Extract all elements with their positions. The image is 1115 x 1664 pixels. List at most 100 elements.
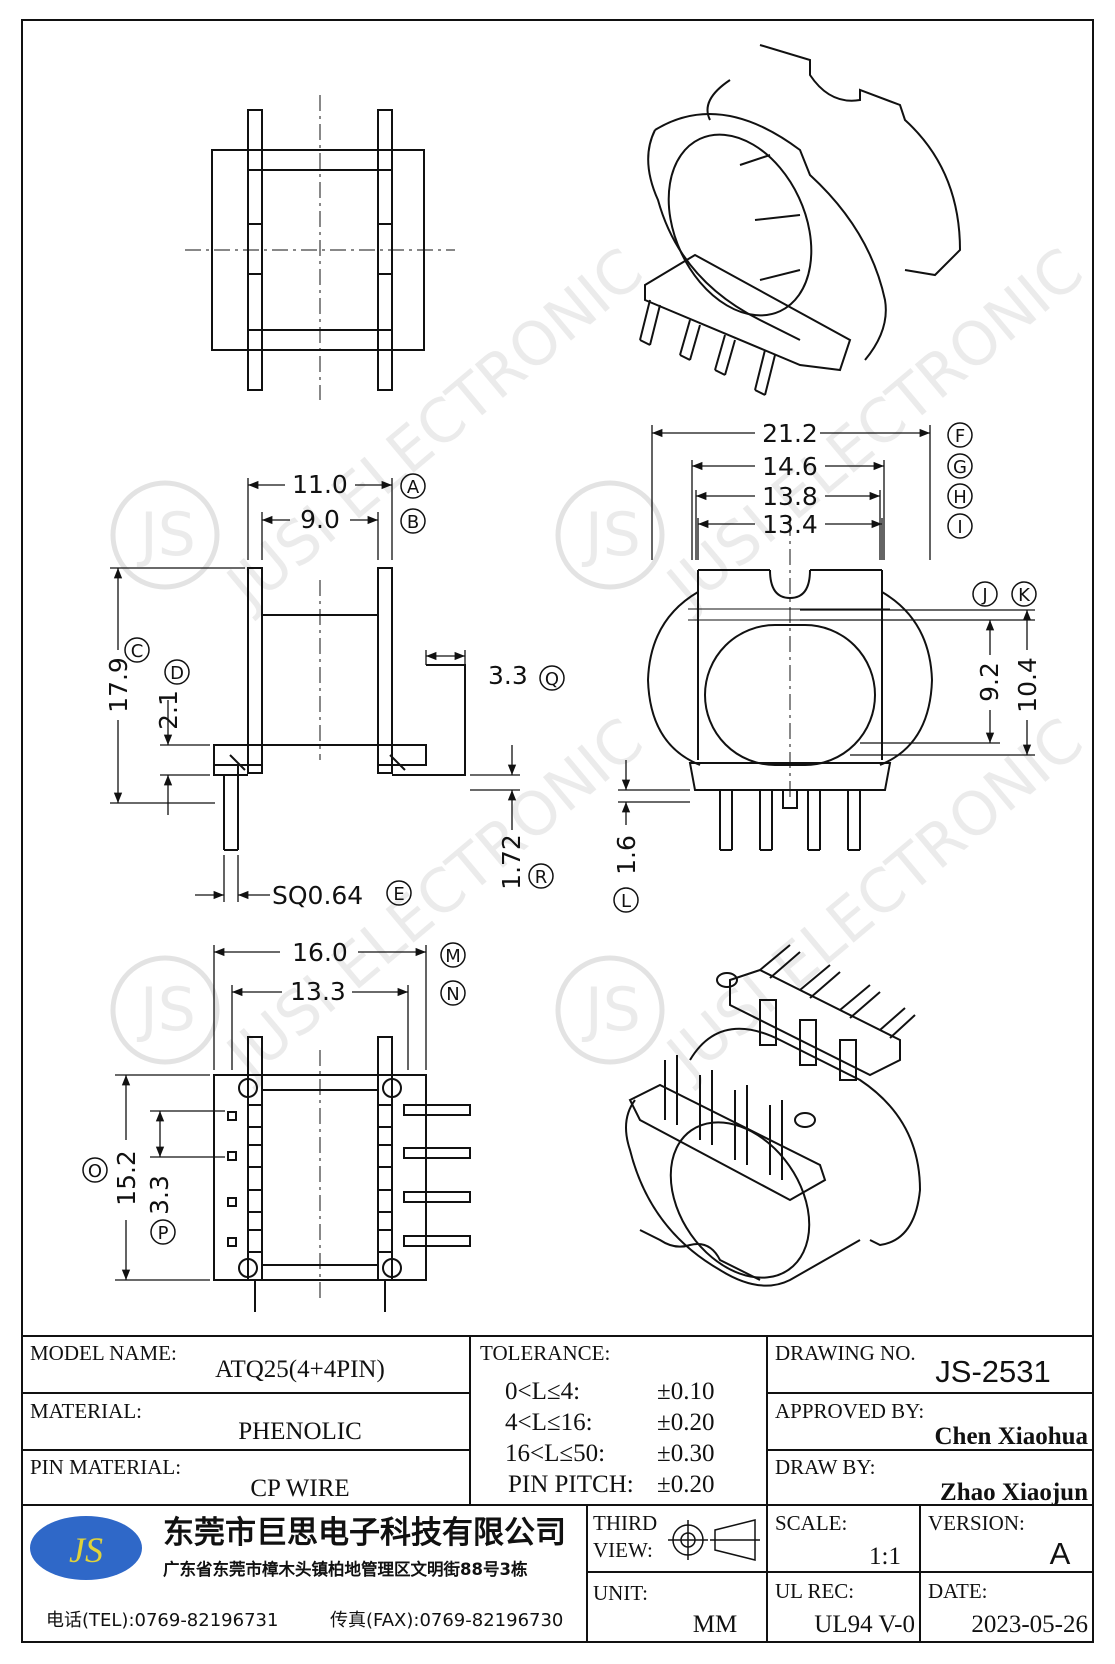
dim-r: 1.72 xyxy=(497,834,526,890)
dim-h: 13.8 xyxy=(762,482,818,511)
marker-l: L xyxy=(613,887,639,913)
dimension-labels: 11.0 9.0 17.9 2.1 SQ0.64 3.3 1.72 21.2 1… xyxy=(104,419,1042,1215)
svg-text:K: K xyxy=(1018,585,1031,606)
marker-n: N xyxy=(440,980,466,1006)
model-name-label: MODEL NAME: xyxy=(30,1341,177,1365)
marker-f: F xyxy=(947,422,973,448)
svg-text:G: G xyxy=(953,457,967,478)
title-block xyxy=(22,1335,1093,1642)
svg-text:A: A xyxy=(407,477,420,498)
marker-k: K xyxy=(1011,581,1037,607)
model-name-value: ATQ25(4+4PIN) xyxy=(215,1356,385,1383)
tolerance-label: TOLERANCE: xyxy=(480,1341,610,1365)
dim-d: 2.1 xyxy=(154,690,183,730)
side-view-dimensions xyxy=(618,425,1035,825)
tol-range-3: PIN PITCH: xyxy=(508,1471,634,1498)
svg-text:P: P xyxy=(158,1223,169,1244)
dim-q: 3.3 xyxy=(488,661,528,690)
date-value: 2023-05-26 xyxy=(971,1611,1088,1638)
circled-markers: A B C D E F G H I J K L M N O P Q R xyxy=(82,422,1037,1245)
svg-text:F: F xyxy=(955,426,965,447)
front-view xyxy=(213,567,466,851)
watermark-logo-3: JS xyxy=(136,975,196,1045)
dim-j-k-a: 9.2 xyxy=(975,662,1004,702)
third-view-label-1: THIRD xyxy=(593,1511,657,1535)
svg-text:Q: Q xyxy=(545,669,559,690)
title-block-text: MODEL NAME: ATQ25(4+4PIN) MATERIAL: PHEN… xyxy=(30,1341,1089,1638)
bottom-view xyxy=(213,1036,471,1312)
scale-value: 1:1 xyxy=(869,1543,901,1570)
drawing-no-value: JS-2531 xyxy=(935,1354,1050,1389)
marker-m: M xyxy=(440,942,466,968)
company-fax: 传真(FAX):0769-82196730 xyxy=(330,1610,563,1631)
isometric-view-top xyxy=(639,44,962,396)
watermark-logo-1: JS xyxy=(136,500,196,570)
watermark-logo-2: JS xyxy=(581,500,641,570)
sheet-border xyxy=(21,19,1094,1643)
dim-l: 1.6 xyxy=(612,835,641,875)
ul-rec-value: UL94 V-0 xyxy=(814,1611,915,1638)
third-view-label-2: VIEW: xyxy=(593,1538,653,1562)
svg-text:R: R xyxy=(535,867,548,888)
tol-value-3: ±0.20 xyxy=(657,1471,714,1498)
dim-g: 14.6 xyxy=(762,452,818,481)
draw-by-label: DRAW BY: xyxy=(775,1455,875,1479)
tol-range-2: 16<L≤50: xyxy=(505,1440,605,1467)
marker-g: G xyxy=(947,453,973,479)
top-view xyxy=(185,95,455,400)
unit-label: UNIT: xyxy=(593,1581,648,1605)
approved-by-value: Chen Xiaohua xyxy=(934,1423,1088,1450)
marker-r: R xyxy=(528,863,554,889)
dim-i: 13.4 xyxy=(762,510,818,539)
company-tel: 电话(TEL):0769-82196731 xyxy=(46,1610,278,1631)
version-label: VERSION: xyxy=(928,1511,1025,1535)
marker-e: E xyxy=(386,880,412,906)
marker-a: A xyxy=(400,473,426,499)
svg-text:H: H xyxy=(953,487,967,508)
marker-p: P xyxy=(150,1219,176,1245)
front-view-dimensions xyxy=(110,478,520,902)
dim-n: 13.3 xyxy=(290,977,346,1006)
svg-text:I: I xyxy=(957,517,962,538)
svg-text:O: O xyxy=(88,1161,102,1182)
svg-text:L: L xyxy=(621,891,631,912)
svg-text:J: J xyxy=(981,585,987,606)
approved-by-label: APPROVED BY: xyxy=(775,1399,924,1423)
marker-i: I xyxy=(947,513,973,539)
unit-value: MM xyxy=(693,1611,737,1638)
pin-material-value: CP WIRE xyxy=(250,1475,349,1502)
third-angle-projection-icon xyxy=(668,1519,760,1561)
dim-o: 15.2 xyxy=(112,1150,141,1206)
side-view xyxy=(646,520,934,851)
dim-c: 17.9 xyxy=(104,657,133,713)
pin-material-label: PIN MATERIAL: xyxy=(30,1455,181,1479)
marker-h: H xyxy=(947,483,973,509)
svg-text:N: N xyxy=(446,984,459,1005)
dim-m: 16.0 xyxy=(292,938,348,967)
svg-text:E: E xyxy=(393,884,404,905)
version-value: A xyxy=(1050,1536,1071,1571)
marker-o: O xyxy=(82,1157,108,1183)
company-logo-text: JS xyxy=(69,1530,103,1570)
watermark: JS JS JS JS JUSI ELECTRONIC JUSI ELECTRO… xyxy=(110,235,1096,1094)
company-logo xyxy=(30,1516,142,1580)
company-address: 广东省东莞市樟木头镇柏地管理区文明街88号3栋 xyxy=(163,1559,528,1579)
tol-range-1: 4<L≤16: xyxy=(505,1409,593,1436)
material-value: PHENOLIC xyxy=(238,1418,362,1445)
dim-j-k-b: 10.4 xyxy=(1013,657,1042,713)
date-label: DATE: xyxy=(928,1579,988,1603)
dim-f: 21.2 xyxy=(762,419,818,448)
ul-rec-label: UL REC: xyxy=(775,1579,854,1603)
dim-p: 3.3 xyxy=(145,1175,174,1215)
marker-j: J xyxy=(972,581,998,607)
dim-a: 11.0 xyxy=(292,470,348,499)
svg-text:C: C xyxy=(131,641,144,662)
tol-value-2: ±0.30 xyxy=(657,1440,714,1467)
dim-b: 9.0 xyxy=(300,505,340,534)
drawing-no-label: DRAWING NO. xyxy=(775,1341,916,1365)
marker-d: D xyxy=(164,659,190,685)
tol-value-1: ±0.20 xyxy=(657,1409,714,1436)
isometric-view-bottom xyxy=(625,944,922,1287)
marker-b: B xyxy=(400,508,426,534)
